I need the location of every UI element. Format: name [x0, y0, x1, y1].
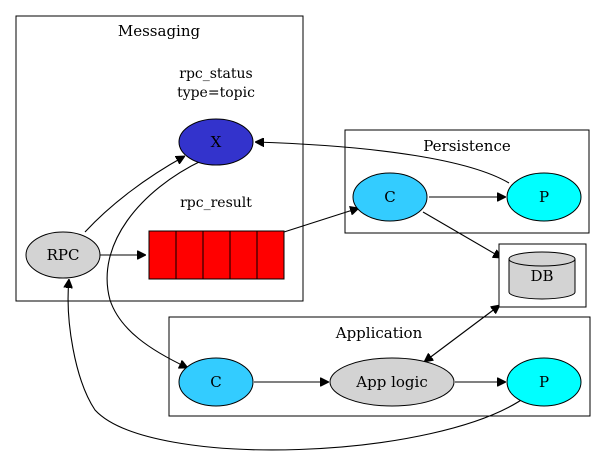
db-cylinder-top: [508, 251, 576, 267]
node-application-producer[interactable]: P: [506, 357, 582, 407]
edge-application-producer-to-rpc: [68, 279, 528, 451]
cluster-application-border: [168, 316, 591, 417]
db-label: DB: [530, 267, 553, 285]
edges: [68, 142, 528, 451]
exchange-type-label: type=topic: [177, 85, 255, 101]
persistence-consumer-shape: [352, 172, 428, 222]
queue-cell: [148, 230, 177, 280]
node-queue[interactable]: [148, 230, 285, 280]
cluster-messaging-border: [15, 15, 304, 302]
edge-db-app-logic: [424, 305, 500, 362]
edge-queue-to-persistence-consumer: [283, 208, 359, 233]
cluster-application: Application: [168, 316, 591, 417]
application-consumer-label: C: [210, 373, 221, 391]
node-app-logic[interactable]: App logic: [329, 357, 455, 407]
cluster-messaging: Messaging: [15, 15, 304, 302]
rpc-label: RPC: [47, 246, 80, 264]
edge-exchange-to-application-consumer: [106, 159, 204, 368]
rpc-shape: [25, 231, 101, 279]
cluster-persistence-border: [344, 129, 590, 234]
queue-cell: [256, 230, 285, 280]
node-exchange[interactable]: X: [178, 118, 254, 166]
db-cylinder-body: [508, 259, 576, 300]
exchange-name-label: rpc_status: [179, 66, 252, 82]
application-producer-label: P: [539, 373, 549, 391]
cluster-messaging-title: Messaging: [118, 22, 201, 40]
queue-cell: [175, 230, 204, 280]
application-producer-shape: [506, 357, 582, 407]
queue-cell: [202, 230, 231, 280]
node-persistence-producer[interactable]: P: [506, 172, 582, 222]
persistence-consumer-label: C: [384, 188, 395, 206]
node-rpc[interactable]: RPC: [25, 231, 101, 279]
cluster-application-title: Application: [335, 324, 423, 342]
exchange-label: X: [211, 133, 222, 151]
persistence-producer-label: P: [539, 188, 549, 206]
cluster-persistence: Persistence: [344, 129, 590, 234]
edge-persistence-consumer-to-db: [422, 211, 502, 258]
node-db[interactable]: DB: [498, 243, 587, 308]
persistence-producer-shape: [506, 172, 582, 222]
node-application-consumer[interactable]: C: [178, 357, 254, 407]
app-logic-shape: [329, 357, 455, 407]
exchange-shape: [178, 118, 254, 166]
app-logic-label: App logic: [355, 373, 427, 391]
queue-cell: [229, 230, 258, 280]
node-persistence-consumer[interactable]: C: [352, 172, 428, 222]
cylinder-icon: [508, 251, 576, 300]
edge-rpc-to-exchange: [84, 156, 185, 233]
cluster-persistence-title: Persistence: [423, 137, 511, 155]
queue-name-label: rpc_result: [180, 195, 252, 211]
edge-persistence-producer-to-exchange: [255, 142, 510, 184]
application-consumer-shape: [178, 357, 254, 407]
